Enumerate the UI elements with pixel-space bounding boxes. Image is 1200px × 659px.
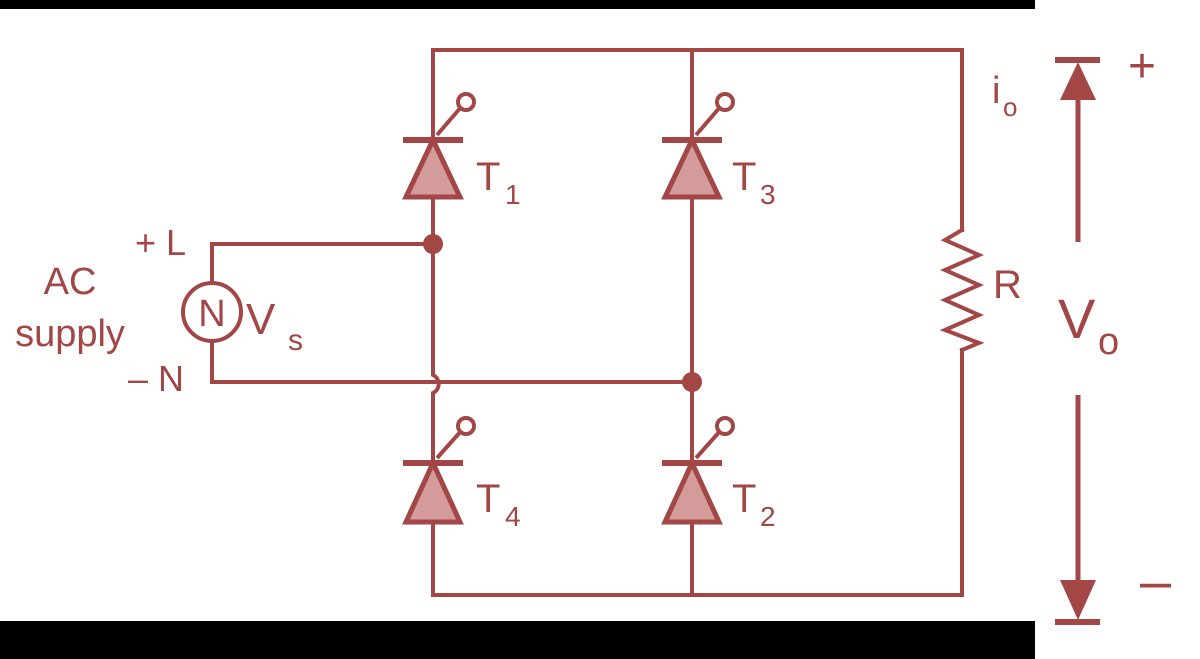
load-current-main: i	[992, 70, 1000, 112]
thyristor-t3-label: T 3	[732, 155, 776, 210]
thyristor-t1-gate-terminal	[456, 92, 476, 112]
source-voltage-label: V s	[246, 295, 303, 357]
load-current-label: i o	[992, 70, 1017, 122]
bottom-black-band	[0, 621, 1035, 659]
thyristor-t1	[402, 92, 476, 200]
live-terminal-label: + L	[135, 222, 186, 263]
live-line-wire	[210, 242, 435, 284]
load-resistor	[939, 227, 985, 353]
load-current-sub: o	[1003, 92, 1017, 122]
neutral-terminal-label: – N	[128, 358, 184, 399]
thyristor-t4	[402, 416, 476, 525]
thyristor-t3-label-main: T	[732, 155, 756, 199]
output-voltage-main: V	[1058, 287, 1096, 350]
thyristor-t1-label-main: T	[476, 155, 500, 199]
resistor-label: R	[993, 263, 1022, 307]
thyristor-t4-gate-terminal	[456, 416, 476, 436]
thyristor-t3-gate-lead	[694, 104, 723, 137]
thyristor-t4-body	[402, 456, 464, 525]
ac-source-symbol: N	[181, 281, 243, 343]
thyristor-t2-label: T 2	[732, 477, 776, 532]
thyristor-t1-label: T 1	[476, 155, 521, 210]
output-arrow-bottom-head	[1060, 580, 1096, 620]
thyristor-t3-body	[661, 134, 723, 200]
neutral-line-wire	[210, 340, 694, 384]
thyristor-t1-gate-lead	[435, 104, 464, 137]
thyristor-t2-gate-terminal	[715, 416, 735, 436]
thyristor-t3-label-sub: 3	[760, 179, 776, 210]
ac-supply-label-line2: supply	[15, 313, 125, 355]
ac-supply-label-line1: AC	[44, 261, 97, 303]
source-voltage-main: V	[246, 295, 276, 344]
junction-node-left	[423, 234, 443, 254]
output-plus-sign: +	[1128, 40, 1156, 93]
ac-source-neutral-symbol: N	[198, 293, 225, 335]
thyristor-t2-body	[661, 456, 723, 525]
output-voltage-label: V o	[1058, 287, 1119, 363]
thyristor-t1-body	[402, 134, 464, 200]
thyristor-t3	[661, 92, 735, 200]
ac-source-circle	[181, 281, 243, 343]
thyristor-t4-label: T 4	[476, 477, 521, 532]
thyristor-t2-label-sub: 2	[760, 501, 776, 532]
source-voltage-subscript: s	[288, 324, 303, 357]
thyristor-t2	[661, 416, 735, 525]
thyristor-t3-gate-terminal	[715, 92, 735, 112]
thyristor-t4-label-main: T	[476, 477, 500, 521]
output-voltage-sub: o	[1098, 321, 1119, 363]
thyristor-t4-gate-lead	[435, 428, 464, 460]
output-arrow-top-head	[1060, 62, 1096, 100]
circuit-wires	[210, 48, 964, 597]
junction-node-middle	[682, 372, 702, 392]
output-minus-sign: –	[1140, 549, 1172, 612]
output-voltage-arrow	[1055, 57, 1100, 625]
thyristor-t4-label-sub: 4	[505, 501, 521, 532]
thyristor-t2-label-main: T	[732, 477, 756, 521]
top-black-band	[0, 0, 1035, 9]
thyristor-t1-label-sub: 1	[505, 179, 521, 210]
thyristor-t2-gate-lead	[694, 428, 723, 460]
